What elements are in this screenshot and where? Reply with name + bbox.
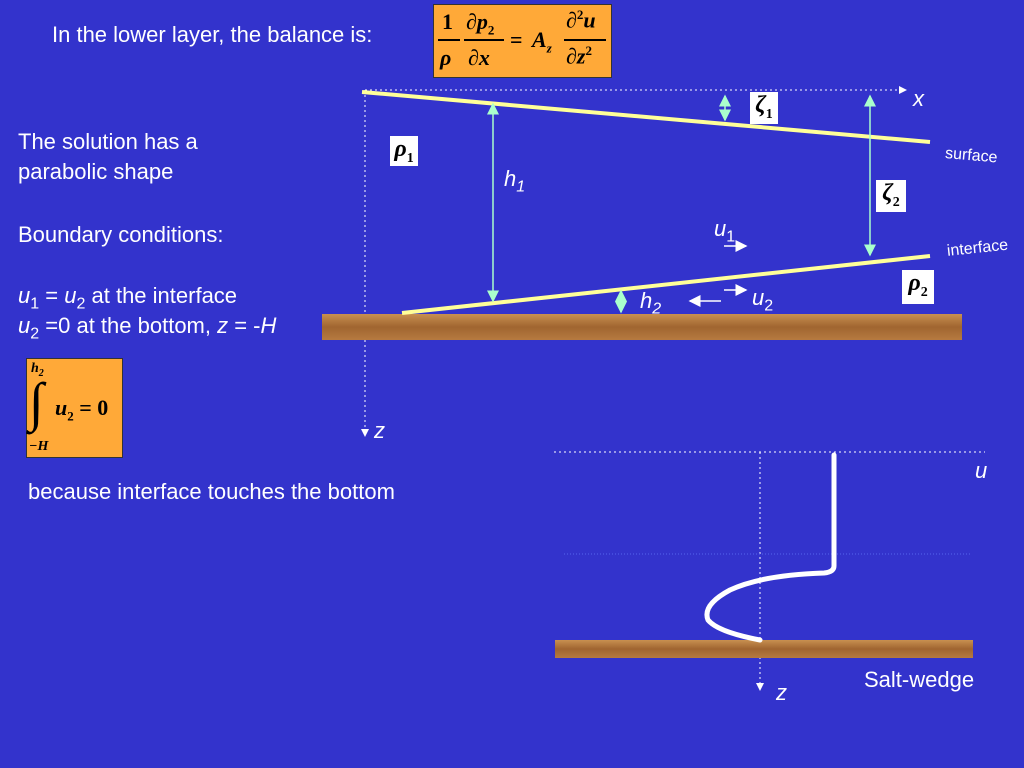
because-text: because interface touches the bottom bbox=[28, 479, 395, 504]
interface-line bbox=[401, 254, 931, 315]
int-upper: h2 bbox=[31, 361, 44, 379]
eq-dz2: ∂z2 bbox=[566, 43, 592, 69]
u-axis-label: u bbox=[975, 458, 988, 483]
h2-label: h2 bbox=[640, 288, 662, 318]
z-label: z bbox=[374, 418, 385, 443]
surface-line bbox=[361, 90, 931, 144]
velocity-profile bbox=[704, 452, 837, 643]
eq-A: Az bbox=[532, 27, 552, 56]
eq-one: 1 bbox=[442, 9, 453, 34]
frac-bar-2 bbox=[464, 39, 504, 41]
bc-2: u2 =0 at the bottom, z = -H bbox=[18, 313, 277, 343]
rho1-label: ρ1 bbox=[390, 136, 418, 166]
bottom-bed-1 bbox=[322, 314, 962, 340]
intro-text: In the lower layer, the balance is: bbox=[52, 22, 373, 47]
eq-dx: ∂x bbox=[468, 45, 490, 70]
int-body: u2 = 0 bbox=[55, 395, 109, 424]
h1-label: h1 bbox=[504, 166, 526, 196]
frac-bar-1 bbox=[438, 39, 460, 41]
bc-title: Boundary conditions: bbox=[18, 222, 224, 247]
bottom-bed-2 bbox=[555, 640, 973, 658]
integral-equation: h2 ∫ −H u2 = 0 bbox=[26, 358, 123, 458]
salt-wedge-caption: Salt-wedge bbox=[864, 667, 975, 692]
x-label: x bbox=[913, 86, 924, 111]
rho2-label: ρ2 bbox=[902, 270, 934, 304]
int-sign: ∫ bbox=[29, 372, 44, 432]
zeta1-label: ζ1 bbox=[750, 92, 778, 124]
zeta2-label: ζ2 bbox=[876, 180, 906, 212]
u1-label: u1 bbox=[714, 216, 736, 246]
u2-label: u2 bbox=[752, 285, 774, 315]
balance-equation: 1 ρ ∂p2 ∂x = Az ∂2u ∂z2 bbox=[433, 4, 612, 78]
z-axis-2-label: z bbox=[776, 680, 787, 705]
solution-line-1: The solution has a bbox=[18, 129, 198, 154]
frac-bar-3 bbox=[564, 39, 606, 41]
eq-d2u: ∂2u bbox=[566, 7, 596, 33]
eq-dp: ∂p2 bbox=[466, 9, 495, 38]
int-lower: −H bbox=[29, 439, 49, 454]
bc-1: u1 = u2 at the interface bbox=[18, 283, 238, 313]
eq-rho: ρ bbox=[440, 45, 452, 70]
solution-line-2: parabolic shape bbox=[18, 159, 174, 184]
eq-equals: = bbox=[510, 27, 523, 52]
